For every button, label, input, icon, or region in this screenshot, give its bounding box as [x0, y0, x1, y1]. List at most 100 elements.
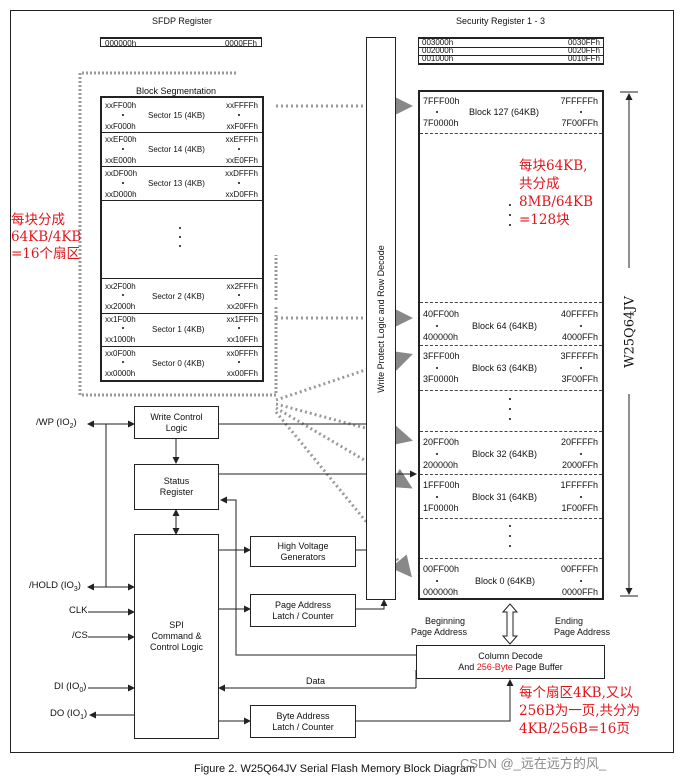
column-decode-line1: Column Decode: [478, 651, 543, 661]
sector-row: xxFF00h xxF000h xxFFFFh xxF0FFh Sector 1…: [102, 98, 262, 133]
security-registers: 003000h 0030FFh 002000h 0020FFh 001000h …: [418, 37, 604, 65]
pin-do: DO (IO1): [50, 708, 88, 721]
sfdp-end: 0000FFh: [224, 39, 257, 48]
sec-row-end: 0030FFh: [567, 38, 600, 47]
watermark: CSDN @_远在远方的风_: [460, 756, 607, 771]
sector-label: Sector 15 (4KB): [148, 111, 205, 120]
block-top-right-addr: 7FFFFFh: [560, 96, 599, 106]
sector-top-right-addr: xxEFFFh: [225, 135, 258, 144]
sector-bottom-right-addr: xxF0FFh: [226, 122, 258, 131]
sec-row-start: 002000h: [422, 46, 454, 55]
annotation-left-3: =16个扇区: [11, 246, 80, 262]
block-top-right-addr: 3FFFFFh: [560, 351, 599, 361]
sec-row-start: 001000h: [422, 54, 454, 63]
block-bottom-left-addr: 7F0000h: [423, 118, 459, 128]
sector-top-right-addr: xxDFFFh: [225, 169, 258, 178]
sector-bottom-left-addr: xxD000h: [105, 190, 137, 199]
beginning-label: Beginning: [425, 616, 466, 626]
block-top-right-addr: 40FFFFh: [560, 309, 598, 319]
sector-bottom-right-addr: xx20FFh: [226, 302, 258, 311]
write-protect-logic: Write Protect Logic and Row Decode: [366, 37, 396, 600]
sec-row-start: 003000h: [422, 38, 454, 47]
block-top-left-addr: 00FF00h: [423, 564, 460, 574]
block-label: Block 0 (64KB): [475, 576, 536, 586]
annotation-bottom-2: 256B为一页,共分为: [519, 703, 640, 719]
sector-row: xx2F00h xx2000h xx2FFFh xx20FFh Sector 2…: [102, 278, 262, 314]
block-bottom-right-addr: 1F00FFh: [561, 503, 598, 513]
page-address-latch-box: Page Address Latch / Counter: [250, 594, 356, 627]
sfdp-start: 000000h: [105, 39, 137, 48]
block-top-left-addr: 7FFF00h: [423, 96, 460, 106]
sector-top-left-addr: xx1F00h: [105, 315, 136, 324]
block-bottom-right-addr: 7F00FFh: [561, 118, 598, 128]
spi-control-logic-box: SPI Command & Control Logic: [134, 534, 219, 739]
sector-bottom-right-addr: xxE0FFh: [225, 156, 258, 165]
status-register-box: Status Register: [134, 464, 219, 510]
sector-label: Sector 13 (4KB): [148, 179, 205, 188]
sector-top-right-addr: xx0FFFh: [226, 349, 258, 358]
write-protect-label: Write Protect Logic and Row Decode: [376, 244, 386, 393]
figure-caption: Figure 2. W25Q64JV Serial Flash Memory B…: [194, 763, 476, 775]
block-top-right-addr: 1FFFFFh: [560, 480, 599, 490]
block-top-left-addr: 3FFF00h: [423, 351, 460, 361]
ending-label: Ending: [555, 616, 584, 626]
sec-row-end: 0020FFh: [567, 46, 600, 55]
memory-block-row: 40FF00h 400000h 40FFFFh 4000FFh Block 64…: [420, 304, 602, 344]
sector-top-left-addr: xx0F00h: [105, 349, 136, 358]
data-bus-label: Data: [306, 676, 326, 686]
sfdp-title: SFDP Register: [152, 16, 212, 26]
annotation-bottom-3: 4KB/256B=16页: [519, 721, 630, 737]
memory-block-row: 1FFF00h 1F0000h 1FFFFFh 1F00FFh Block 31…: [420, 475, 602, 515]
annotation-bottom-1: 每个扇区4KB,又以: [519, 685, 633, 701]
sector-row: xxEF00h xxE000h xxEFFFh xxE0FFh Sector 1…: [102, 132, 262, 167]
column-decode-box: Column Decode And 256-Byte Page Buffer: [416, 645, 605, 679]
annotation-right-4: =128块: [519, 212, 570, 228]
sector-top-left-addr: xxEF00h: [105, 135, 137, 144]
block-bottom-right-addr: 3F00FFh: [561, 374, 598, 384]
memory-block-row: 00FF00h 000000h 00FFFFh 0000FFh Block 0 …: [420, 559, 602, 599]
annotation-left-1: 每块分成: [11, 212, 65, 228]
sector-bottom-right-addr: xxD0FFh: [225, 190, 258, 199]
block-bottom-right-addr: 2000FFh: [561, 460, 598, 470]
block-label: Block 63 (64KB): [472, 363, 538, 373]
pin-hold: /HOLD (IO3): [29, 580, 81, 593]
block-top-left-addr: 20FF00h: [423, 437, 460, 447]
ending-label-2: Page Address: [554, 627, 611, 637]
sector-bottom-left-addr: xxF000h: [105, 122, 136, 131]
block-bottom-right-addr: 0000FFh: [561, 587, 598, 597]
block-bottom-left-addr: 200000h: [423, 460, 459, 470]
sector-row: xx0F00h xx0000h xx0FFFh xx00FFh Sector 0…: [102, 346, 262, 380]
sector-row: xx1F00h xx1000h xx1FFFh xx10FFh Sector 1…: [102, 312, 262, 347]
sector-bottom-left-addr: xx2000h: [105, 302, 136, 311]
annotation-right-3: 8MB/64KB: [519, 194, 594, 210]
sector-label: Sector 1 (4KB): [152, 325, 205, 334]
pin-di: DI (IO0): [54, 681, 87, 694]
sector-top-left-addr: xx2F00h: [105, 282, 136, 291]
block-bottom-left-addr: 1F0000h: [423, 503, 459, 513]
block-label: Block 127 (64KB): [469, 107, 540, 117]
pin-clk: CLK: [69, 605, 88, 616]
block-label: Block 64 (64KB): [472, 321, 538, 331]
block-bottom-left-addr: 400000h: [423, 332, 459, 342]
memory-block-row: 7FFF00h 7F0000h 7FFFFFh 7F00FFh Block 12…: [420, 92, 602, 128]
high-voltage-generators-box: High Voltage Generators: [250, 536, 356, 567]
annotation-right-1: 每块64KB,: [519, 158, 588, 174]
block-segmentation: [100, 96, 264, 382]
byte-address-latch-box: Byte Address Latch / Counter: [250, 705, 356, 738]
memory-block-row: 20FF00h 200000h 20FFFFh 2000FFh Block 32…: [420, 432, 602, 472]
chip-name: W25Q64JV: [622, 296, 638, 368]
block-top-left-addr: 40FF00h: [423, 309, 460, 319]
sector-label: Sector 14 (4KB): [148, 145, 205, 154]
sector-bottom-left-addr: xx1000h: [105, 335, 136, 344]
sector-bottom-right-addr: xx10FFh: [226, 335, 258, 344]
sector-label: Sector 0 (4KB): [152, 359, 205, 368]
sector-row: xxDF00h xxD000h xxDFFFh xxD0FFh Sector 1…: [102, 166, 262, 201]
block-top-right-addr: 20FFFFh: [560, 437, 598, 447]
annotation-left-2: 64KB/4KB: [11, 229, 82, 245]
sfdp-register: 000000h 0000FFh: [100, 37, 262, 48]
chip-name-container: W25Q64JV: [620, 292, 640, 372]
block-bottom-left-addr: 000000h: [423, 587, 459, 597]
pin-cs: /CS: [72, 630, 88, 641]
page-buffer-size: 256-Byte: [476, 662, 513, 672]
sector-top-right-addr: xx1FFFh: [226, 315, 258, 324]
